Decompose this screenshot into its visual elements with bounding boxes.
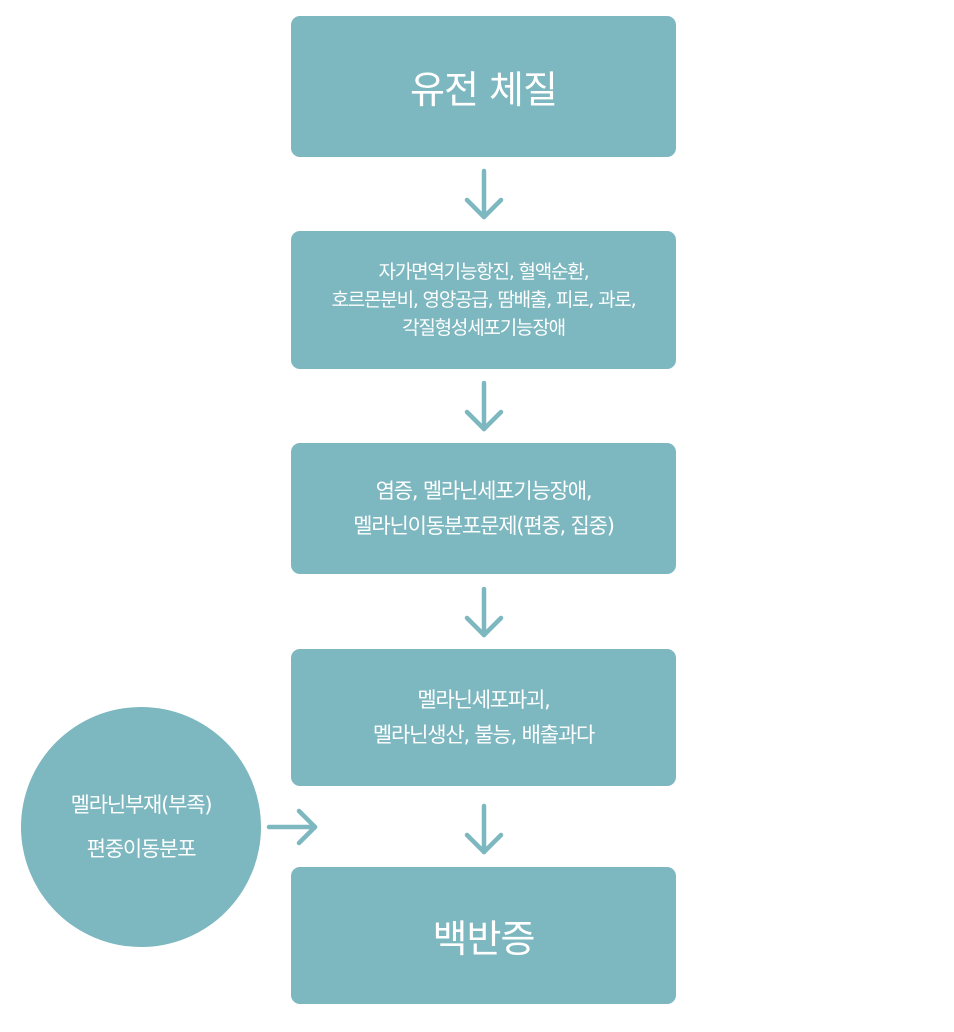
step-label-line: 자가면역기능항진, 혈액순환, xyxy=(378,261,590,283)
step-label-line: 멜라닌이동분포문제(편중, 집중) xyxy=(353,513,615,538)
step-label-line: 멜라닌생산, 불능, 배출과다 xyxy=(372,722,595,747)
side-cause-line: 편중이동분포 xyxy=(86,837,197,861)
step-label-line: 멜라닌세포파괴, xyxy=(417,687,551,712)
step-label-line: 염증, 멜라닌세포기능장애, xyxy=(375,478,593,503)
arrow-down-icon xyxy=(464,168,504,220)
step-label-line: 호르몬분비, 영양공급, 땀배출, 피로, 과로, xyxy=(331,289,636,311)
step-melanocyte-destruction: 멜라닌세포파괴, 멜라닌생산, 불능, 배출과다 xyxy=(291,649,676,786)
step-label: 유전 체질 xyxy=(410,68,558,112)
arrow-down-icon xyxy=(464,803,504,855)
step-label-line: 각질형성세포기능장애 xyxy=(402,317,566,339)
step-immune-circulation-factors: 자가면역기능항진, 혈액순환, 호르몬분비, 영양공급, 땀배출, 피로, 과로… xyxy=(291,231,676,369)
arrow-down-icon xyxy=(464,380,504,432)
step-vitiligo: 백반증 xyxy=(291,867,676,1004)
step-label: 백반증 xyxy=(432,917,536,961)
step-inflammation-melanocyte-dysfunction: 염증, 멜라닌세포기능장애, 멜라닌이동분포문제(편중, 집중) xyxy=(291,443,676,574)
arrow-down-icon xyxy=(464,586,504,638)
arrow-right-icon xyxy=(266,808,318,846)
step-genetic-constitution: 유전 체질 xyxy=(291,16,676,157)
side-cause-line: 멜라닌부재(부족) xyxy=(70,793,213,817)
side-cause-circle: 멜라닌부재(부족) 편중이동분포 xyxy=(21,707,261,947)
